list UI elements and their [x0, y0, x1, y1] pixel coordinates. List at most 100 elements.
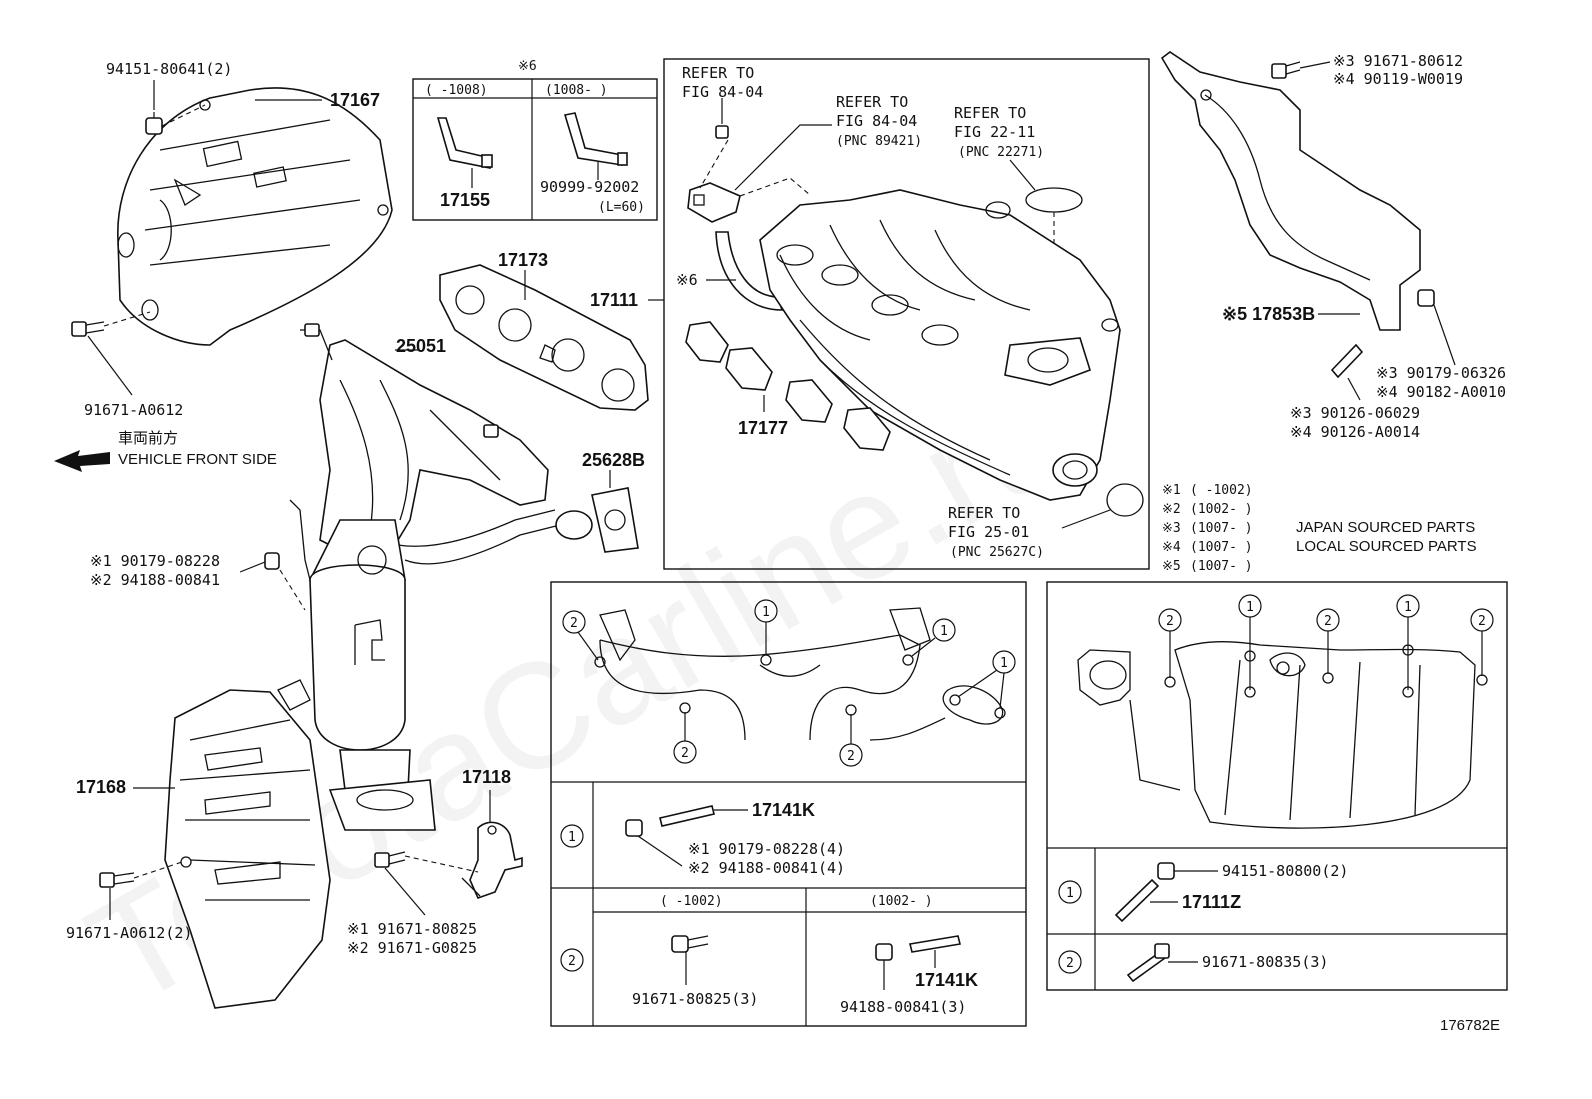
callout-91671-G0825: ※2 91671-G0825: [347, 939, 477, 957]
refer-22-11-line3: (PNC 22271): [958, 145, 1044, 160]
callout-91671-80612: ※3 91671-80612: [1333, 52, 1463, 70]
callout-91671-A0612-2: 91671-A0612(2): [66, 924, 192, 942]
bracket-17853B: [1160, 51, 1435, 331]
exhaust-row1-nut2: ※2 94188-00841(4): [688, 859, 845, 877]
bolt-91671-80825-row: [671, 935, 709, 953]
callout-17168: 17168: [76, 777, 126, 797]
hose-col1-header: ( -1008): [425, 83, 488, 98]
exhaust-row2-col2-stud: 17141K: [915, 970, 978, 990]
hose-note-left: ※6: [676, 271, 698, 289]
stud-90126: [1330, 343, 1364, 379]
callout-17173: 17173: [498, 250, 548, 270]
hose-col2-note: (L=60): [598, 200, 645, 215]
bracket-17118: [461, 821, 523, 900]
exhaust-row1-marker: [560, 824, 584, 848]
refer-84-04-b-line3: (PNC 89421): [836, 134, 922, 149]
o-ring-25627C: [1106, 483, 1144, 517]
intake-manifold-front-view: [1077, 641, 1476, 829]
gasket-25628B: [591, 487, 639, 553]
exhaust-row2-col2-nut: 94188-00841(3): [840, 998, 966, 1016]
callout-94151-80641: 94151-80641(2): [106, 60, 232, 78]
hose-17155-icon: [436, 117, 493, 169]
callout-90179-06326: ※3 90179-06326: [1376, 364, 1506, 382]
exhaust-flange-top-view: [599, 607, 1004, 741]
stud-17111Z: [1114, 878, 1160, 923]
refer-22-11-line1: REFER TO: [954, 104, 1026, 122]
callout-17853B: ※5 17853B: [1222, 304, 1315, 324]
callout-94188-00841: ※2 94188-00841: [90, 571, 220, 589]
stud-17141K: [659, 805, 715, 827]
marker-num: 1: [1246, 600, 1254, 615]
heat-insulator-lower: [164, 689, 331, 1009]
intake-row2-marker: [1058, 950, 1082, 974]
callout-90182-A0010: ※4 90182-A0010: [1376, 383, 1506, 401]
hose-col2-header: (1008- ): [545, 83, 608, 98]
callout-90126-06029: ※3 90126-06029: [1290, 404, 1420, 422]
vehicle-front-arrow-icon: [54, 450, 110, 472]
vacuum-sensor: [687, 125, 741, 223]
catalytic-converter: [277, 499, 436, 831]
legend-row3-mark: ※3: [1162, 521, 1181, 536]
bolt-91671-80612: [1271, 61, 1301, 79]
intake-row2-bolt: 91671-80835(3): [1202, 953, 1328, 971]
exhaust-row1-num: 1: [568, 830, 576, 845]
intake-row1-nut: 94151-80800(2): [1222, 862, 1348, 880]
refer-22-11-line2: FIG 22-11: [954, 123, 1035, 141]
legend-row3-range: (1007- ): [1190, 521, 1253, 536]
marker-num: 2: [847, 749, 855, 764]
legend-row4-range: (1007- ): [1190, 540, 1253, 555]
nut-90179-08228-row: [625, 819, 643, 837]
callout-17177: 17177: [738, 418, 788, 438]
marker-num: 2: [1166, 614, 1174, 629]
legend-row3-desc: JAPAN SOURCED PARTS: [1296, 519, 1475, 536]
hose-90999-92002-icon: [563, 112, 628, 166]
callout-90126-A0014: ※4 90126-A0014: [1290, 423, 1420, 441]
marker-num: 1: [1000, 656, 1008, 671]
callout-25051: 25051: [396, 336, 446, 356]
exhaust-row2-marker: [560, 948, 584, 972]
marker-num: 1: [1404, 600, 1412, 615]
legend-row4-desc: LOCAL SOURCED PARTS: [1296, 538, 1477, 555]
marker-num: 1: [940, 624, 948, 639]
callout-17167: 17167: [330, 90, 380, 110]
intake-row1-num: 1: [1066, 886, 1074, 901]
diagram-id: 176782E: [1440, 1017, 1500, 1034]
front-label-jp: 車両前方: [118, 430, 178, 447]
exhaust-row1-nut1: ※1 90179-08228(4): [688, 840, 845, 858]
exhaust-row2-col1-header: ( -1002): [660, 894, 723, 909]
marker-num: 2: [681, 746, 689, 761]
refer-25-01-line1: REFER TO: [948, 504, 1020, 522]
exhaust-flange-markers: 2 1 1 1 2 2: [562, 599, 1016, 767]
callout-91671-A0612: 91671-A0612: [84, 401, 183, 419]
intake-row1-stud: 17111Z: [1182, 892, 1241, 912]
legend-row1-mark: ※1: [1162, 483, 1181, 498]
bolt-91671-80825: [374, 851, 406, 868]
refer-84-04-b-line1: REFER TO: [836, 93, 908, 111]
legend-row2-range: (1002- ): [1190, 502, 1253, 517]
bolt-91671-A0612-lower: [99, 872, 135, 888]
hose-table: [412, 78, 658, 221]
exhaust-row2-col1-part: 91671-80825(3): [632, 990, 758, 1008]
bolt-94151-80641: [145, 112, 163, 135]
o-ring-22271: [1025, 187, 1083, 213]
callout-91671-80825: ※1 91671-80825: [347, 920, 477, 938]
nut-94151-80800: [1157, 862, 1175, 880]
heat-insulator-upper: [117, 87, 393, 346]
manifold-gasket-17173: [439, 264, 649, 411]
legend-row5-mark: ※5: [1162, 559, 1181, 574]
hose-table-note: ※6: [518, 59, 537, 74]
hose-col1-part: 17155: [440, 190, 490, 210]
intake-markers: 2 1 2 1 2: [1158, 594, 1494, 698]
intake-gaskets-17177: [685, 321, 891, 451]
refer-25-01-line3: (PNC 25627C): [950, 545, 1044, 560]
intake-manifold-box: [663, 58, 1150, 570]
bolt-91671-80835: [1126, 943, 1170, 983]
refer-84-04-a-line2: FIG 84-04: [682, 83, 763, 101]
legend-row1-range: ( -1002): [1190, 483, 1253, 498]
callout-17111: 17111: [590, 290, 638, 310]
legend-row2-mark: ※2: [1162, 502, 1181, 517]
legend-row4-mark: ※4: [1162, 540, 1181, 555]
callout-90179-08228: ※1 90179-08228: [90, 552, 220, 570]
intake-row1-marker: [1058, 880, 1082, 904]
